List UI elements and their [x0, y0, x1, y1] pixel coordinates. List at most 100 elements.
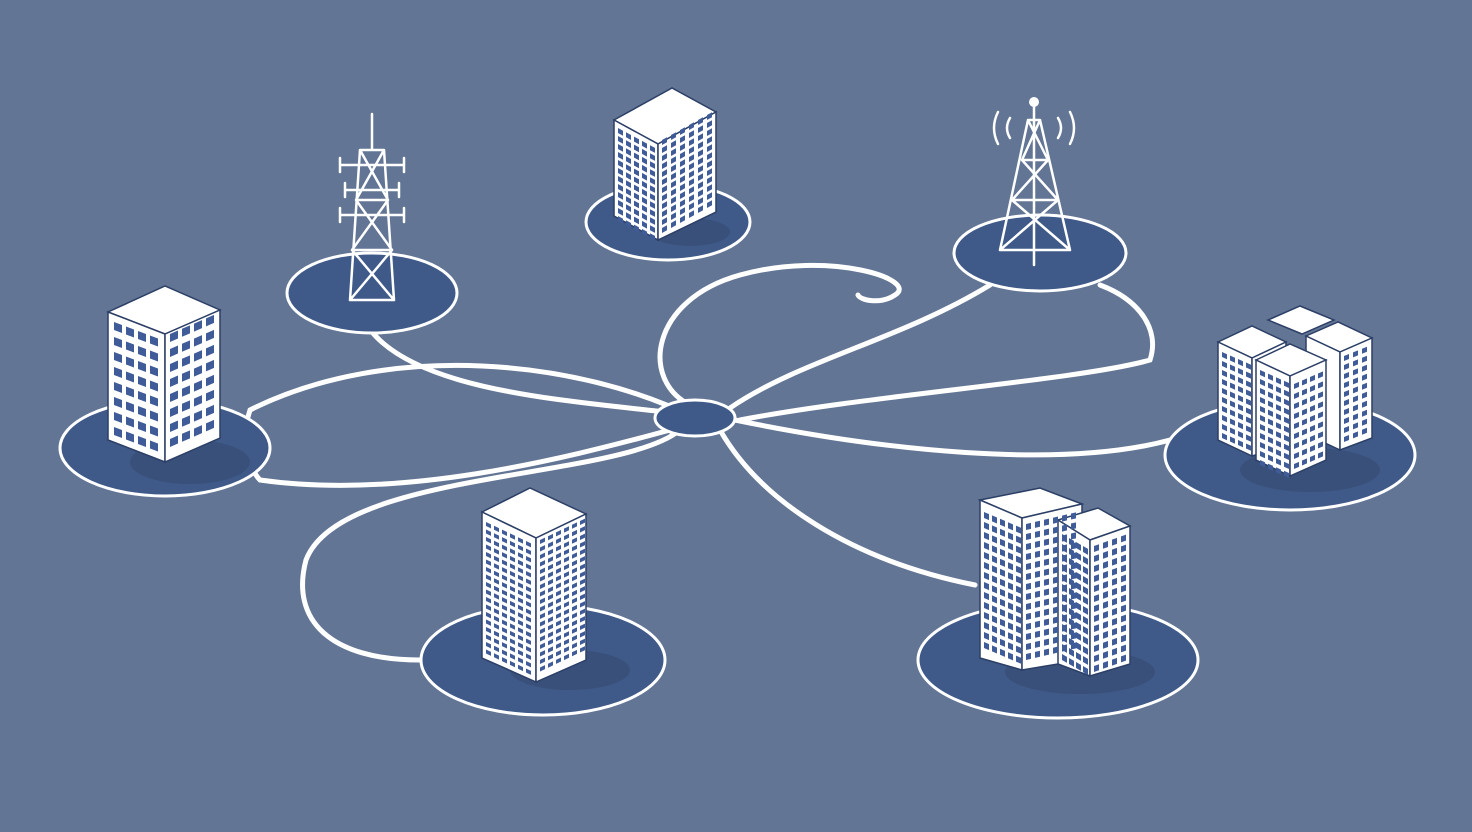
window-pane	[984, 602, 989, 611]
window-pane	[494, 645, 499, 653]
link-tower-left	[369, 329, 668, 415]
window-pane	[626, 196, 631, 204]
window-pane	[1112, 597, 1117, 606]
window-pane	[1008, 612, 1013, 621]
window-pane	[580, 571, 585, 578]
window-pane	[1353, 368, 1358, 376]
window-pane	[1083, 656, 1088, 665]
window-pane	[1000, 598, 1005, 607]
window-pane	[642, 148, 647, 157]
window-pane	[502, 649, 507, 656]
window-pane	[650, 193, 655, 201]
window-pane	[642, 204, 647, 213]
window-pane	[502, 604, 507, 611]
window-pane	[1069, 638, 1074, 647]
window-pane	[1353, 377, 1358, 385]
window-pane	[1112, 557, 1117, 566]
window-pane	[1344, 417, 1349, 424]
window-pane	[1094, 634, 1099, 642]
window-pane	[502, 612, 507, 619]
window-pane	[1121, 614, 1126, 623]
window-pane	[1353, 413, 1358, 421]
window-pane	[671, 148, 676, 156]
window-pane	[510, 638, 515, 645]
window-pane	[486, 567, 491, 574]
window-pane	[680, 199, 685, 207]
window-pane	[170, 330, 178, 342]
window-pane	[1302, 388, 1307, 396]
window-pane	[1053, 516, 1058, 524]
office-building-icon	[106, 285, 222, 464]
window-pane	[526, 638, 531, 645]
window-pane	[564, 586, 569, 593]
window-pane	[580, 601, 585, 608]
window-pane	[1069, 558, 1074, 567]
window-pane	[1344, 372, 1349, 379]
window-pane	[206, 359, 214, 372]
window-pane	[1310, 454, 1315, 462]
window-pane	[618, 152, 623, 160]
window-pane	[1044, 638, 1049, 646]
window-pane	[502, 552, 507, 559]
window-pane	[526, 608, 531, 615]
window-pane	[138, 436, 146, 447]
window-pane	[1026, 552, 1031, 560]
window-pane	[662, 193, 667, 201]
window-pane	[618, 208, 623, 216]
window-pane	[1294, 451, 1299, 459]
window-pane	[698, 125, 703, 133]
window-pane	[526, 616, 531, 623]
window-pane	[1310, 384, 1315, 392]
window-pane	[707, 112, 712, 120]
window-pane	[206, 404, 214, 417]
window-pane	[1276, 377, 1281, 385]
window-pane	[1008, 532, 1013, 541]
window-pane	[671, 212, 676, 220]
window-pane	[1000, 608, 1005, 617]
window-pane	[1053, 596, 1058, 604]
window-pane	[1026, 642, 1031, 650]
window-pane	[1069, 588, 1074, 597]
window-pane	[680, 167, 685, 175]
window-pane	[1362, 373, 1367, 381]
window-pane	[698, 205, 703, 213]
window-pane	[486, 529, 491, 536]
window-pane	[572, 612, 577, 619]
window-pane	[1276, 431, 1281, 439]
window-pane	[1121, 534, 1126, 543]
window-pane	[992, 535, 997, 544]
window-pane	[1362, 400, 1367, 408]
window-pane	[1294, 381, 1299, 389]
window-pane	[494, 623, 499, 630]
window-pane	[1222, 433, 1227, 441]
window-pane	[642, 172, 647, 181]
window-pane	[502, 537, 507, 544]
window-pane	[572, 589, 577, 597]
window-pane	[1016, 555, 1021, 564]
window-pane	[1310, 414, 1315, 422]
window-pane	[564, 548, 569, 556]
window-pane	[671, 188, 676, 196]
window-pane	[1062, 624, 1067, 633]
window-pane	[650, 233, 655, 241]
window-pane	[1112, 547, 1117, 556]
window-pane	[1353, 431, 1358, 439]
window-pane	[1103, 541, 1108, 549]
window-pane	[1000, 568, 1005, 577]
window-pane	[707, 160, 712, 168]
window-pane	[992, 595, 997, 604]
window-pane	[1076, 602, 1081, 611]
window-pane	[1062, 564, 1067, 573]
window-pane	[642, 140, 647, 149]
window-pane	[984, 582, 989, 591]
window-pane	[1069, 548, 1074, 557]
window-pane	[1044, 528, 1049, 536]
window-pane	[526, 623, 531, 630]
window-pane	[992, 515, 997, 524]
window-pane	[1112, 647, 1117, 656]
window-pane	[556, 582, 561, 589]
window-pane	[1276, 395, 1281, 403]
window-pane	[1318, 431, 1323, 439]
window-pane	[150, 410, 158, 422]
window-pane	[1112, 577, 1117, 586]
